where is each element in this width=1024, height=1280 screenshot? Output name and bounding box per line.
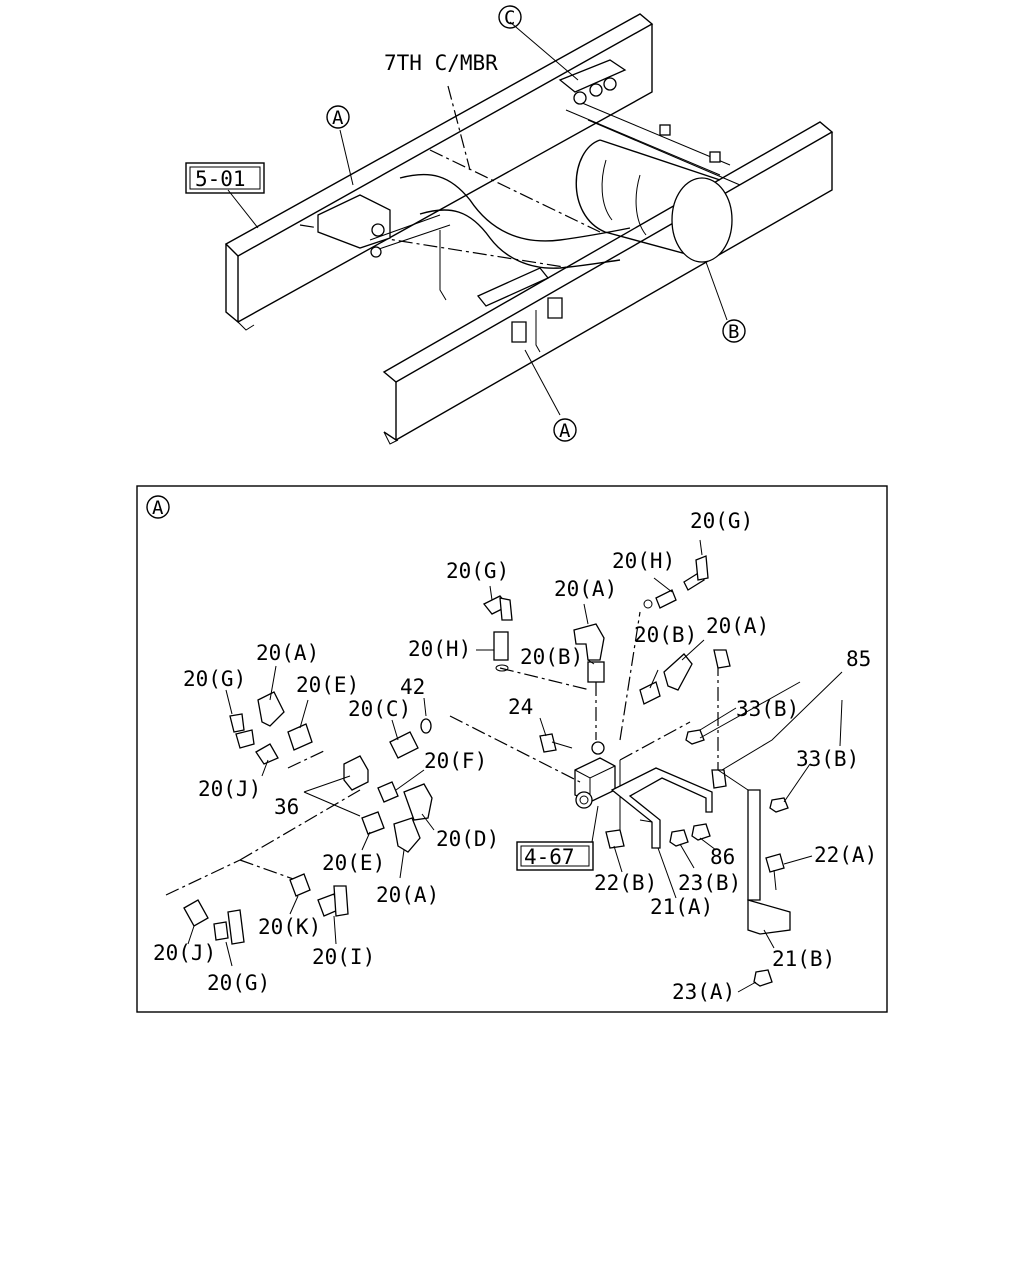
ref-box-4-67[interactable]: 4-67 [516,841,594,871]
fitting-20i-low [317,885,349,917]
detail-marker: A [146,495,170,519]
label-36: 36 [274,795,299,819]
label-33b-top: 33(B) [736,697,799,721]
fitting-right-upper [713,649,731,669]
valve-bracket-left [317,194,451,301]
label-20g-top-right: 20(G) [690,509,753,533]
member-label: 7TH C/MBR [384,51,498,75]
label-20b-mid: 20(B) [520,645,583,669]
callout-a-top: A [326,105,350,129]
label-20a-mid: 20(A) [554,577,617,601]
detail-a-panel: A [136,485,888,1013]
right-frame-rail [382,121,834,445]
fitting-20c [389,731,419,759]
label-20h-mid: 20(H) [408,637,471,661]
fitting-20g-top-right [683,555,709,591]
callout-a-top-text: A [332,107,344,129]
fitting-20j-left [255,743,279,765]
valve-block [574,741,616,809]
label-33b-right: 33(B) [796,747,859,771]
bolt-22b [605,829,625,849]
nut-23a [753,969,773,987]
fitting-20h-top-right [643,589,677,609]
left-frame-rail [224,13,654,331]
label-20h-top-right: 20(H) [612,549,675,573]
label-20g-left: 20(G) [183,667,246,691]
callout-c-text: C [504,7,515,29]
fitting-20d [403,783,433,821]
block-36 [343,755,369,791]
valve-assembly-top [558,59,741,186]
fitting-20a-low [393,817,421,853]
fitting-20a-mid [573,623,605,661]
label-23a: 23(A) [672,980,735,1004]
label-20a-right: 20(A) [706,614,769,638]
fitting-20g-mid [482,595,513,621]
label-20i: 20(I) [312,945,375,969]
callout-c: C [498,5,522,29]
label-22a: 22(A) [814,843,877,867]
label-20a-low: 20(A) [376,883,439,907]
callout-a-bottom: A [553,418,577,442]
air-tank [575,139,733,263]
detail-marker-text: A [152,497,164,519]
fitting-20k-low [289,873,311,897]
fitting-20g-low [213,909,245,945]
label-20g-mid: 20(G) [446,559,509,583]
callout-b: B [722,319,746,343]
bracket-21b [717,769,791,935]
callout-b-text: B [728,321,739,343]
nut-33b-right [769,797,789,813]
bolt-22a [765,853,785,891]
label-86: 86 [710,845,735,869]
nut-23b [669,829,689,847]
label-20j-left: 20(J) [198,777,261,801]
label-20c: 20(C) [348,697,411,721]
label-42: 42 [400,675,425,699]
ref-box-5-01-text: 5-01 [195,167,246,191]
label-24: 24 [508,695,533,719]
label-20d: 20(D) [436,827,499,851]
fitting-20b-right [639,681,661,705]
label-20e-left: 20(E) [296,673,359,697]
detail-frame [136,485,888,1013]
label-20f: 20(F) [424,749,487,773]
nut-86 [691,823,711,841]
fitting-20a-right [663,653,693,691]
fitting-20f [377,781,399,803]
label-21b: 21(B) [772,947,835,971]
nut-33b-top [685,729,705,745]
fitting-20e-low [361,811,385,835]
label-21a: 21(A) [650,895,713,919]
label-20a-left: 20(A) [256,641,319,665]
label-20g-low: 20(G) [207,971,270,995]
fitting-right-lower [711,769,727,789]
label-20e-low: 20(E) [322,851,385,875]
ref-box-4-67-text: 4-67 [524,845,575,869]
callout-a-bottom-text: A [559,420,571,442]
fitting-20g-left [229,713,255,749]
bracket-21a [610,767,713,849]
label-20k: 20(K) [258,915,321,939]
fitting-20h-mid [493,631,509,672]
label-22b: 22(B) [594,871,657,895]
label-23b: 23(B) [678,871,741,895]
chassis-view: 7TH C/MBR 5-01 A C B A [185,5,834,445]
label-20j-low: 20(J) [153,941,216,965]
label-20b-right: 20(B) [634,623,697,647]
label-85: 85 [846,647,871,671]
valve-bracket-right [476,267,563,353]
washer-42 [420,718,432,734]
ref-box-5-01[interactable]: 5-01 [185,162,265,194]
fitting-20j-low [183,899,209,927]
bolt-24 [539,733,573,753]
fitting-20b-mid [587,661,605,683]
